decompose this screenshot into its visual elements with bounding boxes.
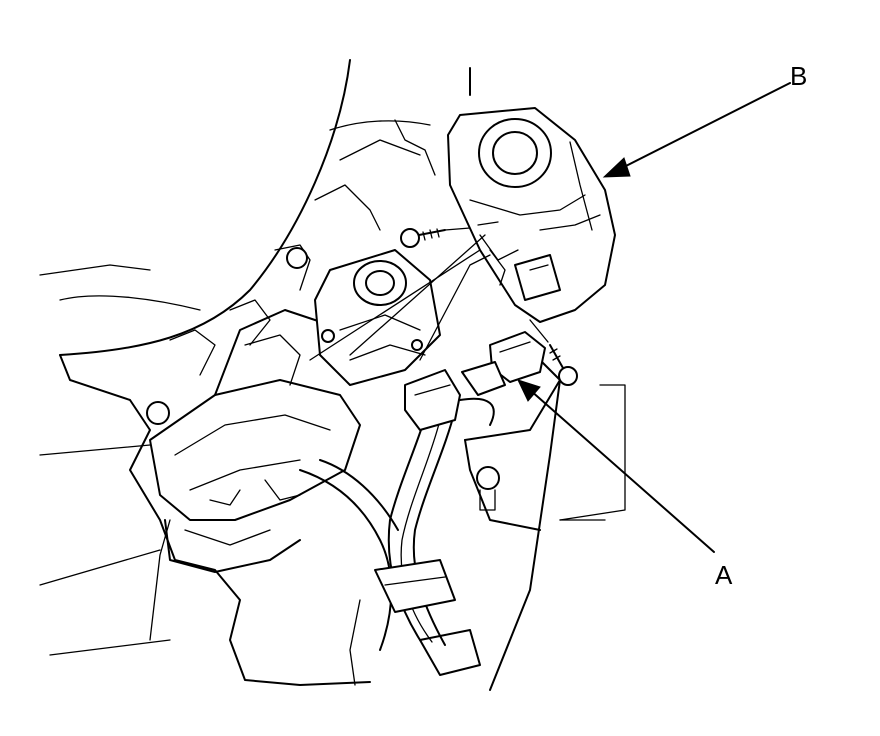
screw-lower — [549, 344, 578, 386]
leader-line-b — [602, 82, 791, 178]
right-lower-panel — [464, 359, 561, 691]
column-lower-cover — [149, 309, 361, 573]
harness-connector — [404, 369, 495, 431]
steering-column-housing — [59, 59, 471, 686]
component-a-connector — [461, 331, 546, 396]
ignition-switch — [314, 249, 441, 386]
leader-line-a — [517, 379, 715, 553]
component-b-ring-unit — [447, 107, 616, 323]
dashboard-outline — [39, 264, 626, 656]
assembly-guide-lines — [309, 221, 549, 361]
callout-label-a: A — [715, 560, 733, 590]
callout-label-b: B — [790, 61, 808, 91]
screw-upper — [400, 228, 446, 248]
wiring-harness — [299, 399, 481, 686]
